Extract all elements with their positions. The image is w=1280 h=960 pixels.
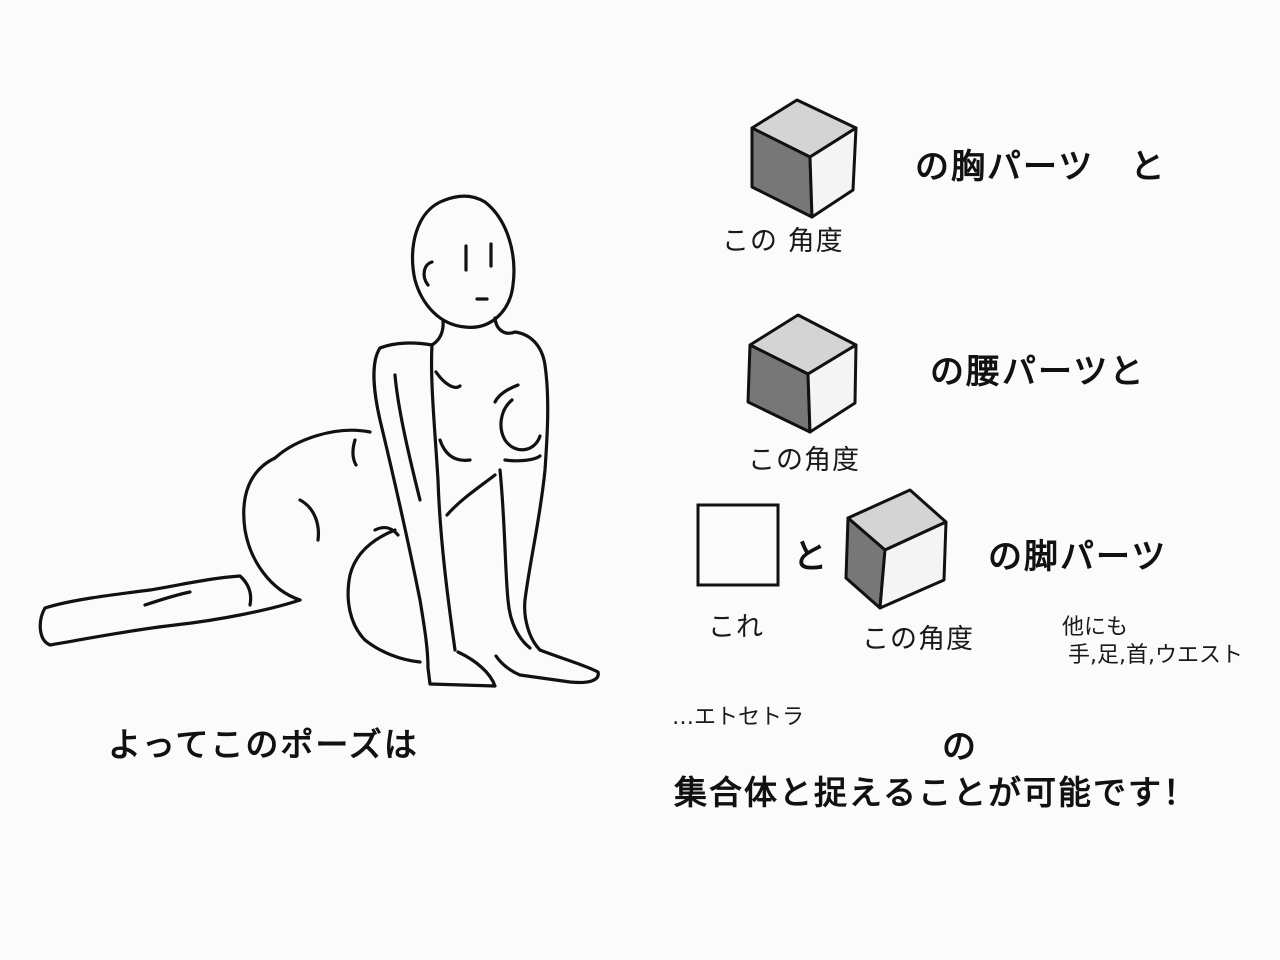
waist-angle-note: この角度	[748, 445, 860, 476]
leg-square-icon	[696, 503, 780, 587]
others-note-line-1: 他にも	[1062, 615, 1129, 640]
leg-connector: と	[793, 537, 829, 577]
leg-part-label: の脚パーツ	[988, 537, 1168, 577]
conclusion-text: 集合体と捉えることが可能です！	[674, 773, 1199, 812]
leg-cube-icon	[844, 488, 948, 610]
leg-angle-note: この角度	[862, 624, 974, 655]
leg-this-note: これ	[708, 612, 764, 643]
waist-part-label: の腰パーツと	[930, 352, 1146, 392]
of-text: の	[942, 727, 978, 767]
chest-part-label: の胸パーツ と	[915, 147, 1167, 187]
pose-caption: よってこのポーズは	[108, 725, 419, 764]
etc-note: …エトセトラ	[672, 705, 805, 730]
waist-cube-icon	[746, 313, 858, 434]
others-note-line-2: 手,足,首,ウエスト	[1068, 643, 1243, 668]
chest-cube-icon	[750, 98, 858, 219]
chest-angle-note: この 角度	[722, 226, 844, 257]
